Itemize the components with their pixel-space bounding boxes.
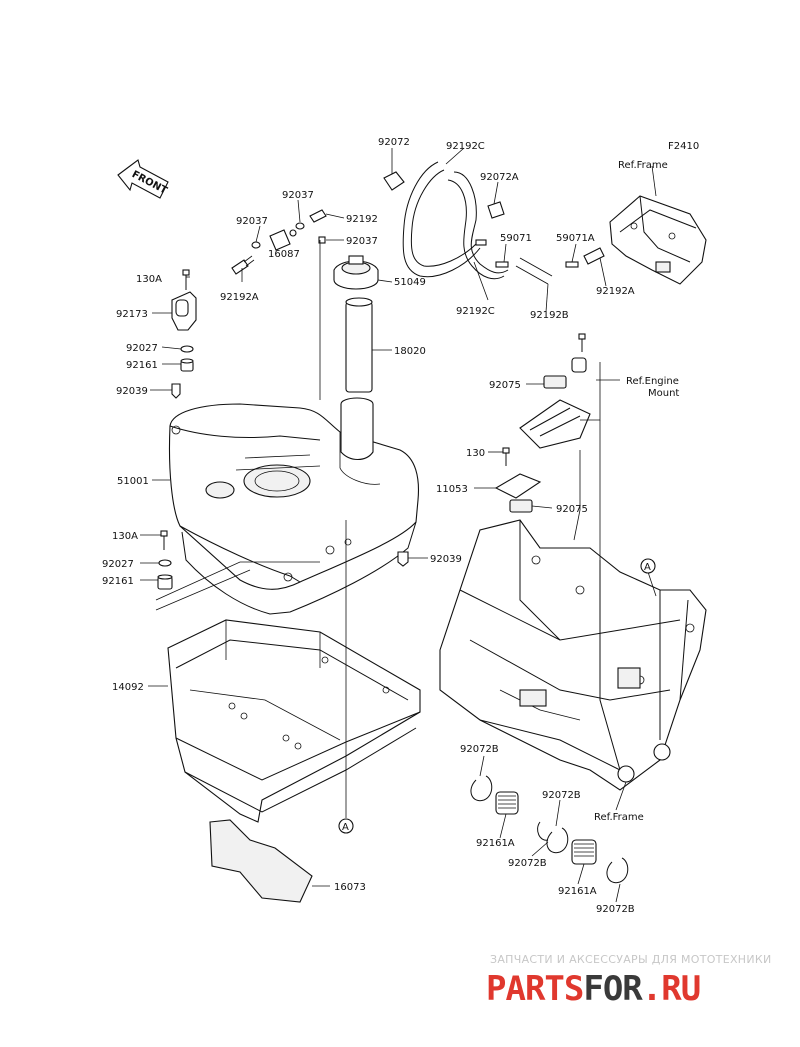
label-92037-c: 92037: [346, 236, 378, 247]
label-92072b-2: 92072B: [542, 790, 581, 801]
ref-frame-bottom: Ref.Frame: [594, 812, 644, 823]
label-18020: 18020: [394, 346, 426, 357]
diagram-code: F2410: [668, 141, 699, 152]
fuel-tank: [168, 403, 420, 615]
svg-text:A: A: [644, 562, 651, 573]
circle-ref-a-left: A: [338, 818, 354, 834]
pad-16073: [209, 819, 313, 903]
label-92072a: 92072A: [480, 172, 519, 183]
label-92192a-left: 92192A: [220, 292, 259, 303]
label-11053: 11053: [436, 484, 468, 495]
label-130: 130: [466, 448, 485, 459]
label-92027-top: 92027: [126, 343, 158, 354]
ref-frame-top: Ref.Frame: [618, 160, 668, 171]
label-92161-bottom: 92161: [102, 576, 134, 587]
frame-fragment: [609, 195, 707, 285]
label-92161a-1: 92161A: [476, 838, 515, 849]
fuel-cap: [333, 255, 379, 290]
filler-neck: [340, 297, 374, 461]
valve-parts: [231, 209, 327, 275]
label-51049: 51049: [394, 277, 426, 288]
label-92192a-right: 92192A: [596, 286, 635, 297]
circle-ref-a-right: A: [640, 558, 656, 574]
watermark-brand-ru: .RU: [642, 969, 700, 1009]
label-92173: 92173: [116, 309, 148, 320]
label-130a-top: 130A: [136, 274, 162, 285]
label-92192c-top: 92192C: [446, 141, 485, 152]
label-92039-left: 92039: [116, 386, 148, 397]
label-92027-bottom: 92027: [102, 559, 134, 570]
label-92192c-bottom: 92192C: [456, 306, 495, 317]
ref-engine-mount-line2: Mount: [648, 388, 679, 399]
leader-lines: [140, 147, 657, 903]
label-51001: 51001: [117, 476, 149, 487]
label-92072b-4: 92072B: [596, 904, 635, 915]
label-92037-a: 92037: [282, 190, 314, 201]
watermark-brand-for: FOR: [583, 969, 643, 1009]
part-labels: 92072 92192C 92072A 92037 92037 92192 92…: [102, 137, 635, 915]
watermark: ЗАПЧАСТИ И АКСЕССУАРЫ ДЛЯ МОТОТЕХНИКИ PA…: [486, 953, 772, 1009]
label-92037-b: 92037: [236, 216, 268, 227]
tank-tray: [167, 619, 421, 823]
svg-text:A: A: [342, 822, 349, 833]
breather-hoses: [383, 161, 605, 285]
label-92072b-1: 92072B: [460, 744, 499, 755]
label-92161a-2: 92161A: [558, 886, 597, 897]
label-59071: 59071: [500, 233, 532, 244]
label-130a-bottom: 130A: [112, 531, 138, 542]
engine-mount-bracket: [494, 333, 591, 513]
watermark-tagline: ЗАПЧАСТИ И АКСЕССУАРЫ ДЛЯ МОТОТЕХНИКИ: [490, 953, 772, 966]
main-frame: [439, 519, 707, 791]
ref-engine-mount-line1: Ref.Engine: [626, 376, 679, 387]
label-16087: 16087: [268, 249, 300, 260]
label-92072b-3: 92072B: [508, 858, 547, 869]
label-16073: 16073: [334, 882, 366, 893]
watermark-brand-parts: PARTS: [486, 969, 583, 1009]
label-14092: 14092: [112, 682, 144, 693]
front-arrow-icon: FRONT: [117, 159, 169, 199]
label-92192b: 92192B: [530, 310, 569, 321]
label-92075-bottom: 92075: [556, 504, 588, 515]
label-92072: 92072: [378, 137, 410, 148]
label-92075-top: 92075: [489, 380, 521, 391]
label-59071a: 59071A: [556, 233, 595, 244]
reference-labels: Ref.Frame Ref.Engine Mount Ref.Frame: [594, 160, 679, 823]
label-92192: 92192: [346, 214, 378, 225]
label-92039-right: 92039: [430, 554, 462, 565]
label-92161-top: 92161: [126, 360, 158, 371]
watermark-brand: PARTSFOR.RU: [486, 969, 700, 1009]
